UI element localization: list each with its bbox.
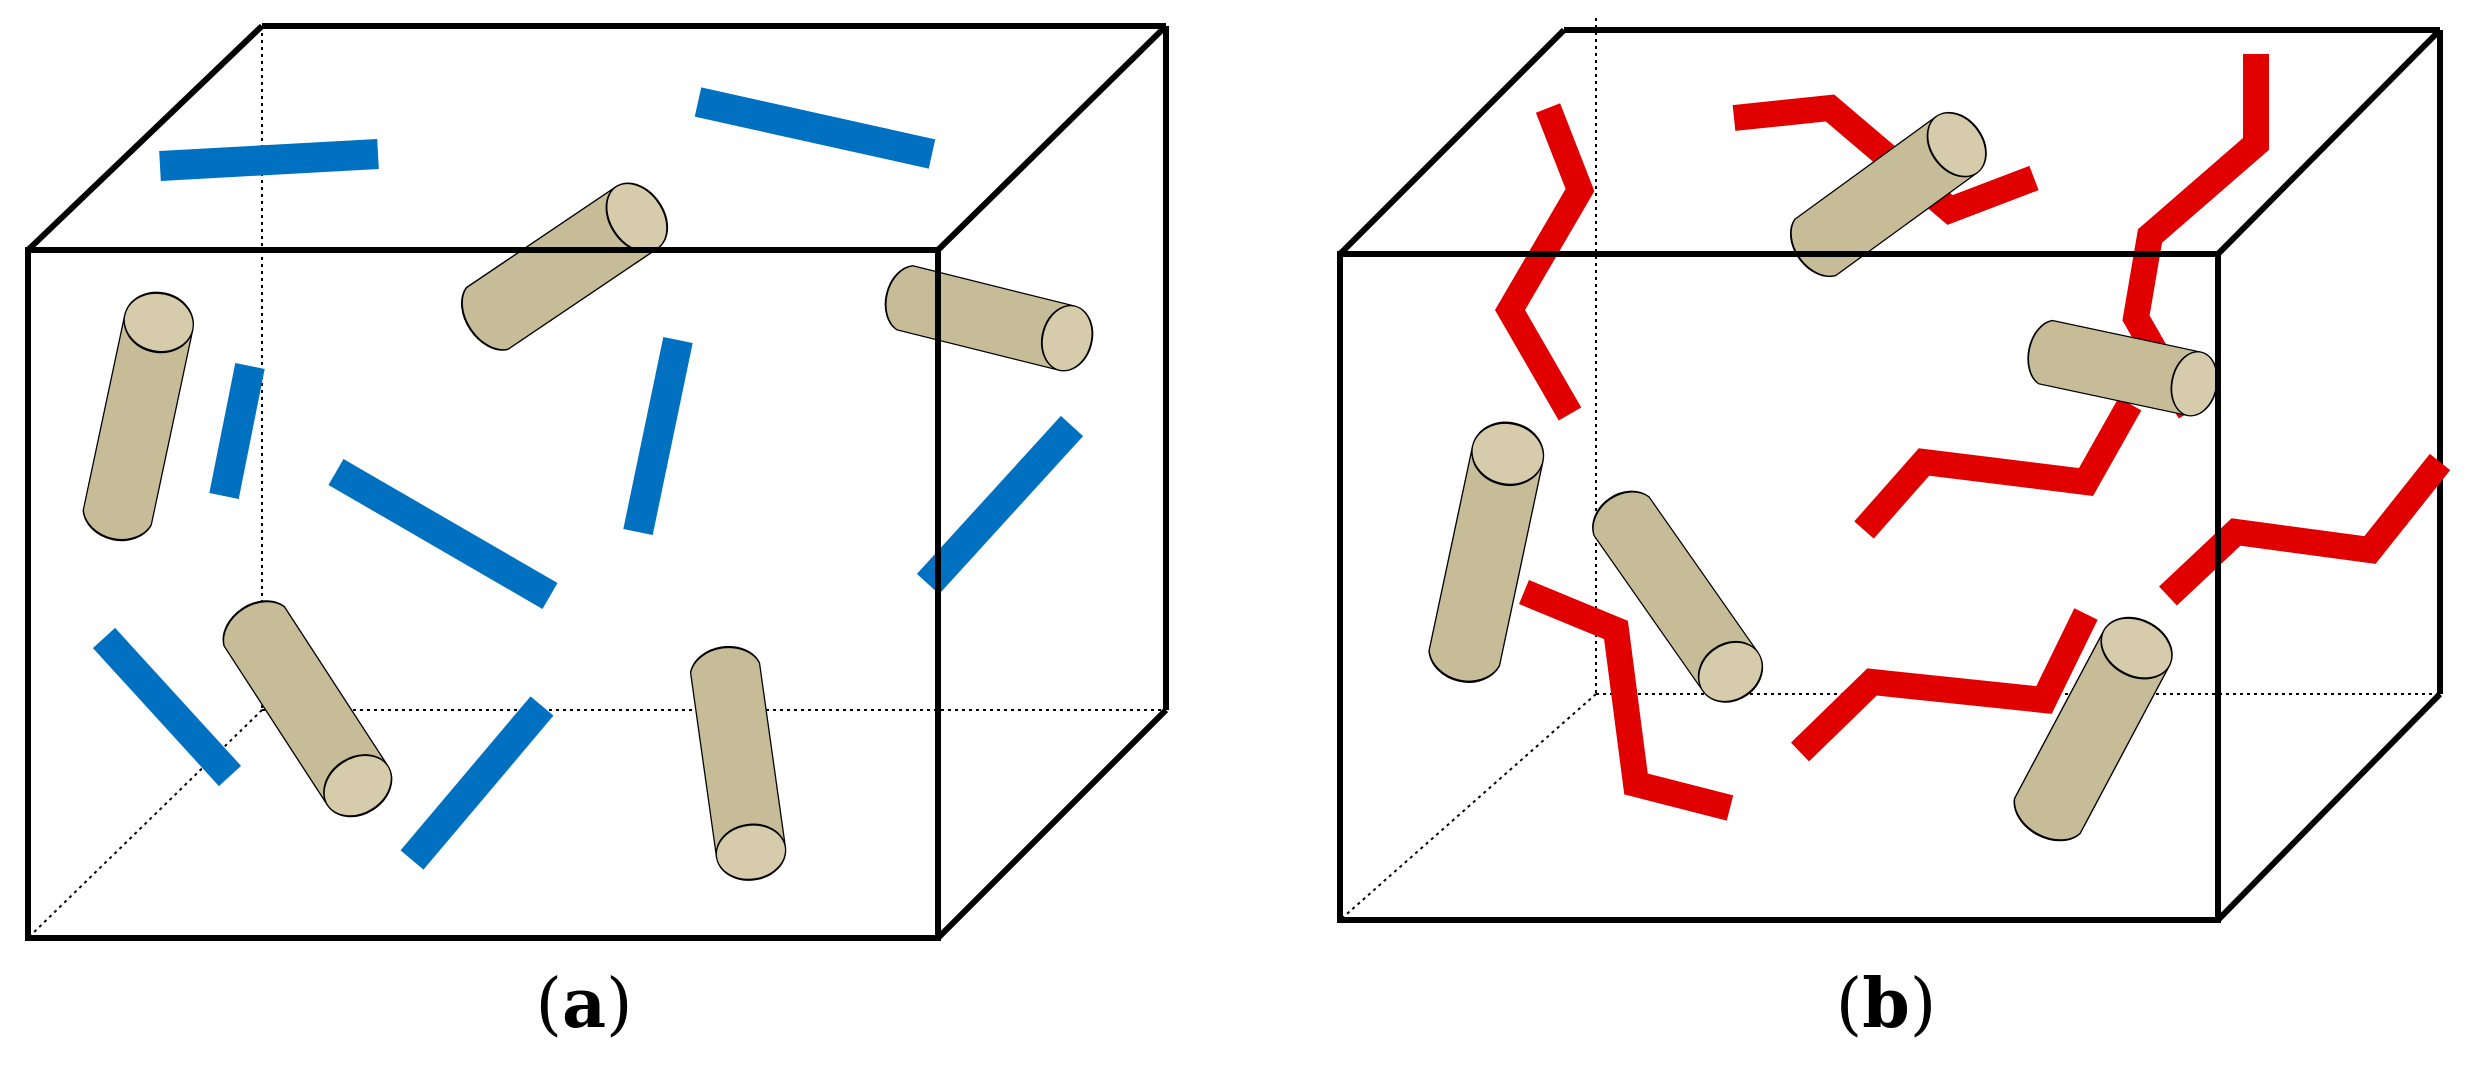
nanorod-group — [92, 87, 1084, 870]
caption-b-open: ( — [1835, 965, 1863, 1044]
polymer-chain-group — [1494, 54, 2451, 821]
panel-a-box — [25, 23, 1169, 941]
caption-panel-a: (a) — [484, 970, 684, 1039]
caption-a-open: ( — [535, 965, 562, 1044]
platelet-group-a — [77, 170, 1100, 886]
caption-b-letter: b — [1862, 964, 1910, 1044]
caption-b-close: ) — [1909, 965, 1937, 1044]
caption-a-letter: a — [561, 964, 607, 1044]
caption-panel-b: (b) — [1786, 970, 1986, 1039]
caption-a-close: ) — [606, 965, 633, 1044]
panel-b-box — [1337, 18, 2451, 923]
